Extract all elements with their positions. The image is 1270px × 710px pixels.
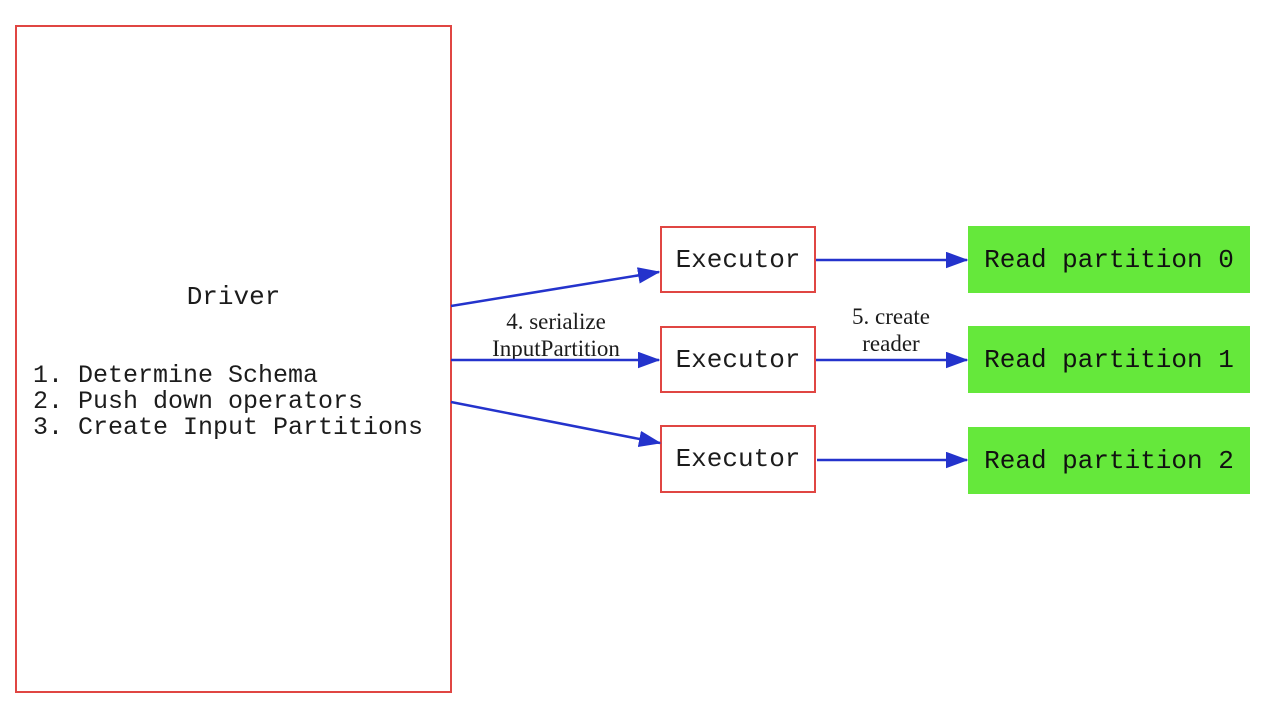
driver-step-1: 1. Determine Schema bbox=[33, 361, 319, 390]
executor-node-3: Executor bbox=[660, 425, 816, 493]
driver-node: Driver 1. Determine Schema 2. Push down … bbox=[15, 25, 452, 693]
executor-node-2: Executor bbox=[660, 326, 816, 393]
create-reader-edge-label-line1: 5. create bbox=[852, 304, 930, 329]
driver-step-2: 2. Push down operators bbox=[33, 387, 364, 416]
create-reader-edge-label-line2: reader bbox=[862, 331, 920, 356]
serialize-edge-label: 4. serialize InputPartition bbox=[446, 308, 666, 362]
executor-node-1: Executor bbox=[660, 226, 816, 293]
driver-step-3: 3. Create Input Partitions bbox=[33, 413, 424, 442]
serialize-edge-label-line1: 4. serialize bbox=[506, 309, 606, 334]
read-partition-node-1: Read partition 1 bbox=[968, 326, 1250, 393]
create-reader-edge-label: 5. create reader bbox=[811, 303, 971, 357]
arrow-driver-to-executor-1 bbox=[450, 272, 659, 308]
arrow-driver-to-executor-3 bbox=[450, 400, 660, 443]
read-partition-node-2: Read partition 2 bbox=[968, 427, 1250, 494]
serialize-edge-label-line2: InputPartition bbox=[492, 336, 620, 361]
driver-title: Driver bbox=[186, 282, 281, 312]
read-partition-node-0: Read partition 0 bbox=[968, 226, 1250, 293]
driver-steps-list: 1. Determine Schema 2. Push down operato… bbox=[33, 363, 423, 441]
